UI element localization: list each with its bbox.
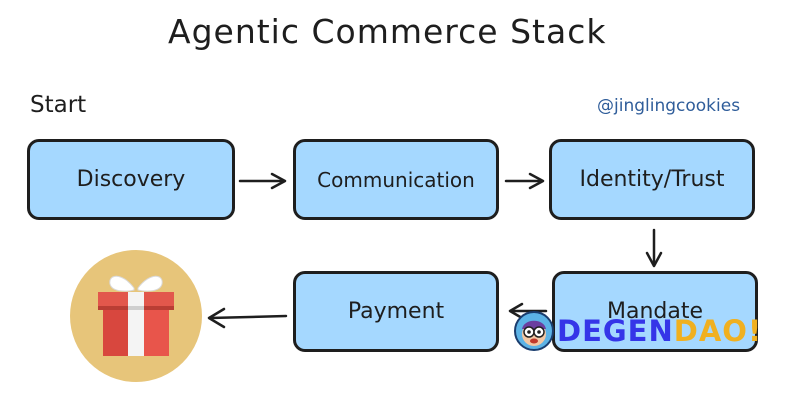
step-mandate: Mandate [552,271,758,352]
arrow-communication-to-identity [504,172,545,190]
step-label: Identity/Trust [579,167,725,192]
step-label: Payment [347,299,445,324]
step-communication: Communication [293,139,499,220]
degendao-watermark: DEGENDAO! [557,312,762,350]
diagram-title: Agentic Commerce Stack [168,12,607,51]
step-label: Discovery [76,167,186,192]
arrow-payment-to-gift [207,307,288,329]
arrow-identity-to-mandate [645,228,663,268]
gift-icon [98,275,174,356]
degendao-logo-icon [514,311,554,351]
watermark-part-1: DEGEN [557,314,674,348]
author-handle: @jinglingcookies [597,96,741,116]
step-identity-trust: Identity/Trust [549,139,755,220]
step-payment: Payment [293,271,499,352]
step-label: Communication [317,167,475,192]
step-label: Mandate [606,299,703,324]
step-discovery: Discovery [27,139,235,220]
start-label: Start [30,92,87,118]
arrow-discovery-to-communication [238,172,287,190]
watermark-part-2: DAO! [673,314,763,348]
